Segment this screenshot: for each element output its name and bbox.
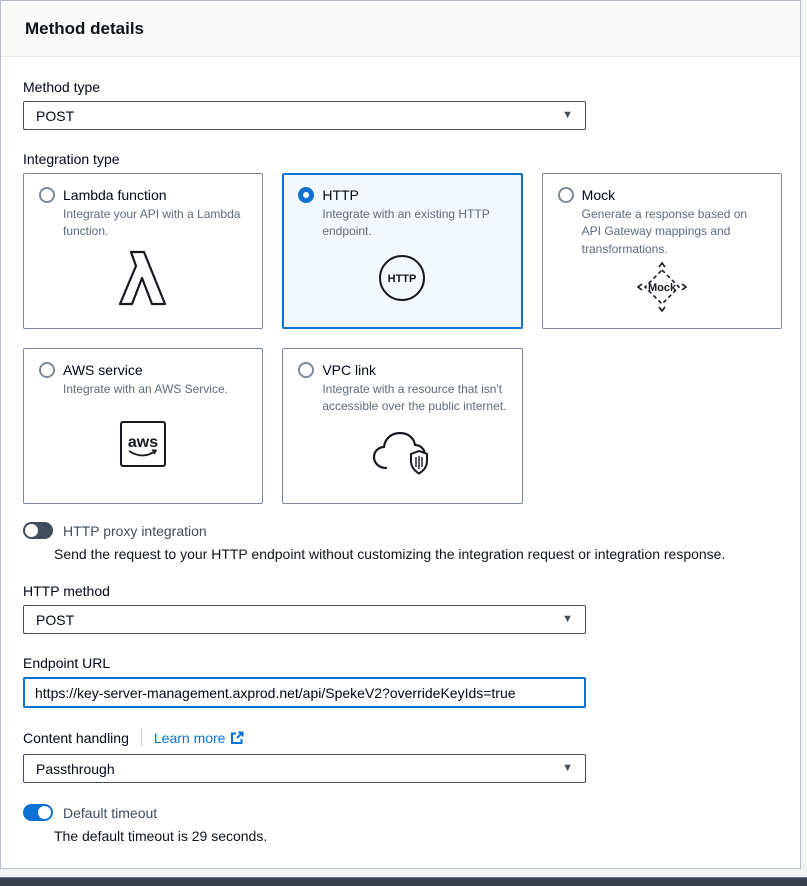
integration-type-field: Integration type Lambda function Integra…: [23, 151, 782, 504]
integration-option-mock[interactable]: Mock Generate a response based on API Ga…: [541, 173, 782, 329]
endpoint-url-field: Endpoint URL https://key-server-manageme…: [23, 655, 778, 708]
option-title: Mock: [581, 187, 616, 203]
svg-text:aws: aws: [128, 434, 158, 451]
method-type-select[interactable]: POST ▼: [23, 101, 586, 130]
chevron-down-icon: ▼: [562, 613, 573, 625]
option-title: HTTP: [322, 187, 359, 203]
option-title: VPC link: [322, 362, 377, 378]
option-description: Integrate with an existing HTTP endpoint…: [322, 207, 490, 239]
http-icon: HTTP: [298, 241, 506, 315]
integration-type-row-1: Lambda function Integrate your API with …: [23, 173, 782, 329]
external-link-icon: [231, 731, 244, 744]
option-title: Lambda function: [63, 187, 167, 203]
empty-grid-cell: [542, 348, 782, 504]
radio-mock[interactable]: [557, 187, 574, 203]
svg-text:Mock: Mock: [648, 282, 677, 294]
integration-option-lambda[interactable]: Lambda function Integrate your API with …: [23, 173, 264, 329]
http-method-label: HTTP method: [23, 583, 110, 599]
page-title: Method details: [25, 19, 145, 38]
endpoint-url-input[interactable]: https://key-server-management.axprod.net…: [23, 677, 586, 708]
integration-option-aws-service[interactable]: AWS service Integrate with an AWS Servic…: [23, 348, 264, 504]
svg-text:HTTP: HTTP: [388, 273, 417, 285]
label-divider: [140, 729, 142, 746]
endpoint-url-value: https://key-server-management.axprod.net…: [35, 684, 516, 701]
radio-http[interactable]: [298, 187, 315, 203]
method-details-panel: Method details Method type POST ▼ Integr…: [0, 0, 801, 869]
endpoint-url-label: Endpoint URL: [23, 655, 111, 671]
http-proxy-description: Send the request to your HTTP endpoint w…: [54, 546, 726, 562]
mock-icon: Mock: [558, 258, 766, 316]
chevron-down-icon: ▼: [562, 109, 573, 121]
integration-option-vpc-link[interactable]: VPC link Integrate with a resource that …: [282, 348, 523, 504]
content-handling-value: Passthrough: [36, 760, 115, 777]
http-proxy-field: HTTP proxy integration Send the request …: [23, 522, 778, 562]
http-proxy-toggle[interactable]: [23, 522, 53, 539]
default-timeout-field: Default timeout The default timeout is 2…: [23, 804, 778, 844]
content-handling-label: Content handling: [23, 729, 129, 746]
vpc-link-icon: [298, 416, 506, 490]
learn-more-link[interactable]: Learn more: [154, 730, 245, 746]
option-description: Integrate your API with a Lambda functio…: [63, 207, 241, 239]
content-handling-field: Content handling Learn more Passthrough …: [23, 729, 778, 783]
option-description: Integrate with an AWS Service.: [63, 382, 228, 396]
integration-option-http[interactable]: HTTP Integrate with an existing HTTP end…: [282, 173, 523, 329]
radio-aws-service[interactable]: [39, 362, 55, 378]
integration-type-label: Integration type: [23, 151, 120, 167]
panel-header: Method details: [1, 1, 800, 57]
content-handling-select[interactable]: Passthrough ▼: [23, 754, 586, 783]
radio-vpc-link[interactable]: [298, 362, 315, 378]
radio-lambda[interactable]: [39, 187, 55, 203]
http-method-field: HTTP method POST ▼: [23, 583, 778, 634]
default-timeout-toggle[interactable]: [23, 804, 53, 821]
option-title: AWS service: [63, 362, 143, 378]
option-description: Generate a response based on API Gateway…: [581, 207, 748, 256]
default-timeout-label: Default timeout: [63, 804, 158, 821]
panel-body: Method type POST ▼ Integration type Lamb…: [1, 57, 800, 860]
option-description: Integrate with a resource that isn't acc…: [322, 382, 507, 414]
http-method-select[interactable]: POST ▼: [23, 605, 586, 634]
method-type-label: Method type: [23, 79, 101, 95]
integration-type-row-2: AWS service Integrate with an AWS Servic…: [23, 348, 782, 504]
method-type-field: Method type POST ▼: [23, 79, 778, 130]
http-proxy-label: HTTP proxy integration: [63, 522, 207, 539]
console-footer-bar: [0, 877, 807, 886]
aws-icon: aws: [39, 398, 247, 490]
chevron-down-icon: ▼: [562, 762, 573, 774]
http-method-value: POST: [36, 611, 75, 628]
method-type-value: POST: [36, 107, 75, 124]
default-timeout-description: The default timeout is 29 seconds.: [54, 828, 268, 844]
lambda-icon: [39, 241, 247, 315]
